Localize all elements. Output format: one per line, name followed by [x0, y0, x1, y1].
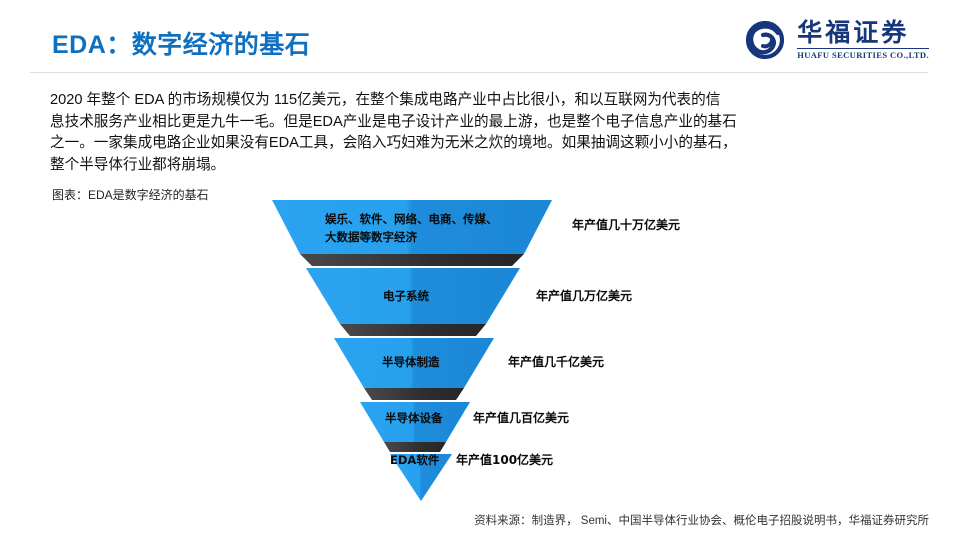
funnel-stage-1: 娱乐、软件、网络、电商、传媒、 大数据等数字经济 年产值几十万亿美元 — [272, 200, 680, 266]
source-note: 资料来源：制造界， Semi、中国半导体行业协会、概伦电子招股说明书，华福证券研… — [474, 515, 929, 527]
body-line-3: 之一。一家集成电路企业如果没有EDA工具，会陷入巧妇难为无米之炊的境地。如果抽调… — [50, 135, 737, 151]
funnel-stage-5-shape — [390, 454, 452, 501]
body-paragraph: 2020 年整个 EDA 的市场规模仅为 115亿美元，在整个集成电路产业中占比… — [50, 90, 922, 176]
logo-name-en: HUAFU SECURITIES CO.,LTD. — [797, 47, 929, 60]
funnel-stage-3-shape — [334, 338, 494, 388]
logo-name-cn: 华福证券 — [797, 18, 910, 48]
body-line-2: 息技术服务产业相比更是九牛一毛。但是EDA产业是电子设计产业的最上游，也是整个电… — [50, 113, 737, 130]
slide-header: EDA：数字经济的基石 华福证券 HUAFU SECURITIES CO.,LT… — [0, 0, 959, 73]
funnel-stage-5-label: EDA软件 — [390, 453, 440, 467]
funnel-stage-4-value: 年产值几百亿美元 — [473, 410, 569, 425]
funnel-stage-5: EDA软件 年产值100亿美元 — [390, 452, 553, 501]
funnel-chart: 娱乐、软件、网络、电商、传媒、 大数据等数字经济 年产值几十万亿美元 电子系统 … — [0, 196, 959, 511]
figure-caption: 图表：EDA是数字经济的基石 — [52, 188, 209, 202]
funnel-stage-3-value: 年产值几千亿美元 — [508, 354, 604, 369]
funnel-svg: 娱乐、软件、网络、电商、传媒、 大数据等数字经济 年产值几十万亿美元 电子系统 … — [272, 200, 680, 501]
page-title: EDA：数字经济的基石 — [52, 31, 311, 59]
funnel-stage-2-label: 电子系统 — [383, 289, 429, 303]
funnel-stage-4: 半导体设备 年产值几百亿美元 — [360, 402, 569, 452]
body-line-4: 整个半导体行业都将崩塌。 — [50, 156, 226, 173]
funnel-stage-2: 电子系统 年产值几万亿美元 — [306, 268, 632, 336]
funnel-stage-2-shape — [306, 268, 520, 324]
header-divider — [30, 72, 928, 73]
funnel-stage-4-label: 半导体设备 — [385, 411, 443, 425]
funnel-stage-1-shape — [272, 200, 552, 254]
funnel-stage-5-value: 年产值100亿美元 — [456, 452, 553, 467]
funnel-stage-1-value: 年产值几十万亿美元 — [572, 217, 680, 232]
funnel-stage-3-shadow — [364, 388, 464, 400]
funnel-stage-3-label: 半导体制造 — [382, 355, 440, 369]
funnel-stage-1-label-line1: 娱乐、软件、网络、电商、传媒、 — [325, 212, 498, 226]
logo-text: 华福证券 HUAFU SECURITIES CO.,LTD. — [797, 18, 929, 60]
spiral-logo-icon — [746, 20, 785, 60]
funnel-stage-4-shape — [360, 402, 470, 442]
funnel-stage-2-value: 年产值几万亿美元 — [536, 288, 632, 303]
funnel-stage-4-shadow — [384, 442, 446, 452]
body-line-1: 2020 年整个 EDA 的市场规模仅为 115亿美元，在整个集成电路产业中占比… — [50, 92, 721, 108]
funnel-stage-3: 半导体制造 年产值几千亿美元 — [334, 338, 604, 400]
funnel-stage-1-label-line2: 大数据等数字经济 — [325, 230, 417, 244]
funnel-stage-2-shadow — [340, 324, 486, 336]
funnel-stage-1-shadow — [300, 254, 524, 266]
brand-logo: 华福证券 HUAFU SECURITIES CO.,LTD. — [742, 20, 929, 60]
